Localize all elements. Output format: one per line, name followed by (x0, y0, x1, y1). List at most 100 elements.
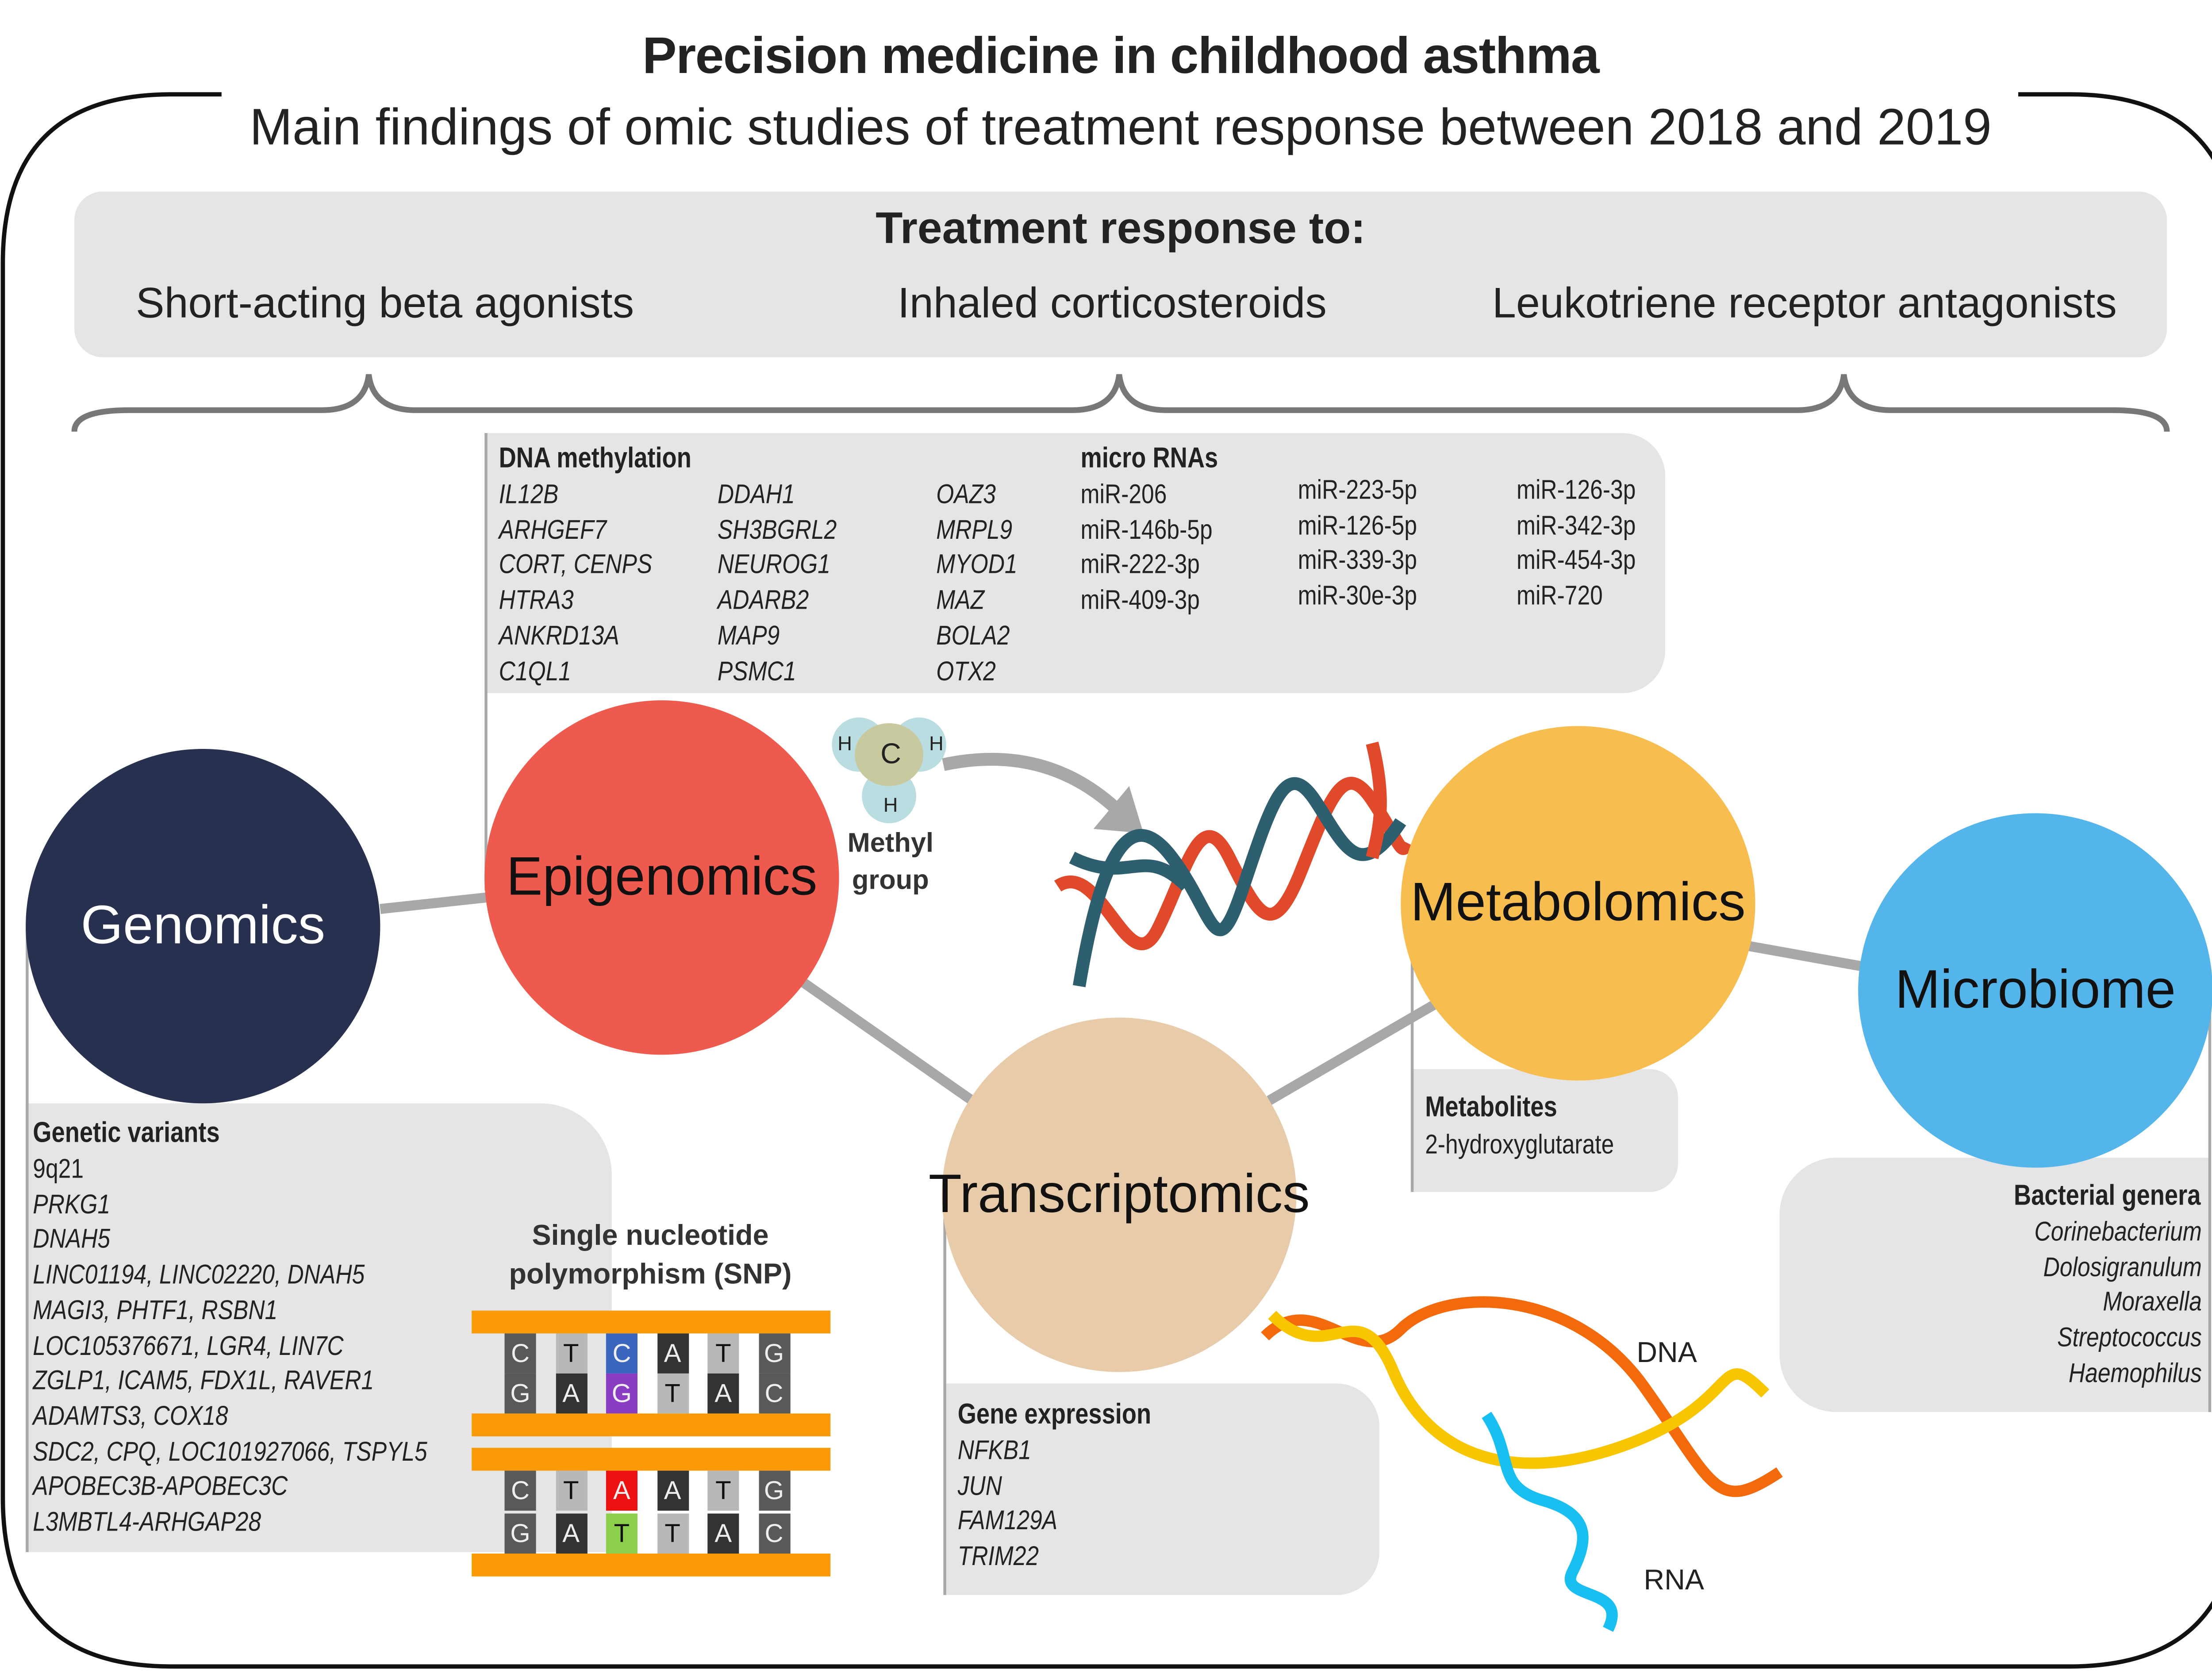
gene: MRPL9 (936, 515, 1013, 546)
nucleotide-base: G (504, 1373, 536, 1414)
carbon-atom (855, 723, 924, 786)
gene: ZGLP1, ICAM5, FDX1L, RAVER1 (33, 1366, 374, 1397)
nucleotide-base: C (758, 1513, 790, 1554)
nucleotide-base: T (707, 1470, 739, 1511)
gene: IL12B (499, 480, 559, 510)
gene: APOBEC3B-APOBEC3C (33, 1472, 288, 1503)
gene: PSMC1 (717, 656, 796, 687)
nucleotide-base: C (758, 1373, 790, 1414)
microrna: miR-454-3p (1516, 546, 1636, 577)
locus: 9q21 (33, 1155, 84, 1185)
gene-expression-heading: Gene expression (957, 1399, 1152, 1431)
transcriptomics-label: Transcriptomics (928, 1164, 1310, 1224)
methyl-label-line2: group (852, 866, 929, 896)
backbone (472, 1310, 831, 1334)
nucleotide-base: C (606, 1333, 637, 1374)
microrna: miR-222-3p (1080, 551, 1200, 581)
gene: OTX2 (936, 656, 996, 687)
genus: Dolosigranulum (2043, 1253, 2201, 1283)
metabolomics-label: Metabolomics (1410, 872, 1746, 933)
microrna: miR-720 (1516, 582, 1603, 612)
microrna: miR-126-5p (1298, 511, 1417, 541)
treatment-ics: Inhaled corticosteroids (898, 280, 1327, 327)
connector-lines (380, 892, 1862, 1105)
dna-rna-icon (1261, 1296, 1783, 1632)
gene: MAP9 (717, 621, 780, 652)
gene: DDAH1 (717, 480, 795, 510)
gene: DNAH5 (33, 1225, 111, 1256)
genus: Corinebacterium (2034, 1217, 2201, 1248)
nucleotide-base: A (707, 1373, 739, 1414)
nucleotide-base: T (657, 1513, 688, 1554)
gene-expression-box (943, 1383, 1379, 1595)
divider (484, 433, 488, 890)
rna-label: RNA (1644, 1565, 1704, 1596)
metabolite: 2-hydroxyglutarate (1425, 1130, 1614, 1161)
methyl-group-icon: H C H H (832, 714, 949, 823)
nucleotide-base: T (707, 1333, 739, 1374)
gene: SDC2, CPQ, LOC101927066, TSPYL5 (33, 1437, 427, 1467)
gene: ADAMTS3, COX18 (33, 1402, 228, 1432)
nucleotide-base: G (758, 1333, 790, 1374)
dna-helix-icon (1054, 741, 1414, 987)
divider (26, 929, 29, 1552)
microrna-heading: micro RNAs (1080, 443, 1218, 475)
brace (71, 374, 2170, 432)
microbiome-label: Microbiome (1895, 959, 2176, 1020)
nucleotide-base: T (657, 1373, 688, 1414)
snp-label: Single nucleotide polymorphism (SNP) (472, 1218, 829, 1295)
outer-frame (0, 92, 2212, 1669)
microrna: miR-342-3p (1516, 511, 1636, 541)
divider (943, 1195, 946, 1595)
microrna: miR-339-3p (1298, 546, 1417, 577)
gene: FAM129A (957, 1507, 1058, 1537)
nucleotide-base: G (758, 1470, 790, 1511)
gene: CORT, CENPS (499, 551, 653, 581)
divider (2208, 1000, 2212, 1412)
gene: OAZ3 (936, 480, 996, 510)
title: Precision medicine in childhood asthma (642, 26, 1600, 84)
atom-label: H (929, 732, 944, 755)
nucleotide-base: C (504, 1333, 536, 1374)
epigenomics-findings-box (486, 433, 1665, 693)
microrna: miR-30e-3p (1298, 582, 1417, 612)
transcriptomics-node: Transcriptomics (929, 1017, 1310, 1372)
epigenomics-label: Epigenomics (506, 847, 818, 907)
metabolites-box (1410, 1069, 1678, 1192)
nucleotide-base: G (606, 1373, 637, 1414)
divider (1410, 914, 1414, 1192)
methyl-group-label: Methyl group (833, 826, 948, 900)
atom-label: C (880, 739, 901, 771)
treatment-box (74, 191, 2167, 357)
backbone (472, 1553, 831, 1577)
gene: NFKB1 (957, 1436, 1031, 1466)
nucleotide-base: A (657, 1470, 688, 1511)
microrna-col1: miR-206 miR-146b-5p miR-222-3p miR-409-3p (1081, 479, 1213, 620)
gene: LOC105376671, LGR4, LIN7C (33, 1331, 344, 1362)
gene: MAZ (936, 586, 985, 616)
microrna: miR-206 (1080, 480, 1167, 510)
dna-methylation-heading: DNA methylation (499, 443, 691, 475)
gene: ADARB2 (717, 586, 809, 616)
treatment-saba: Short-acting beta agonists (135, 280, 634, 327)
gene: C1QL1 (499, 656, 571, 687)
metabolomics-node: Metabolomics (1401, 726, 1755, 1081)
microrna: miR-146b-5p (1080, 515, 1213, 546)
microrna: miR-126-3p (1516, 476, 1636, 506)
nucleotide-base: A (657, 1333, 688, 1374)
microrna: miR-409-3p (1080, 586, 1200, 616)
genus: Haemophilus (2068, 1358, 2201, 1389)
genus: Moraxella (2102, 1288, 2201, 1319)
gene: JUN (957, 1471, 1002, 1502)
nucleotide-base: A (555, 1513, 587, 1554)
genus: Streptococcus (2056, 1324, 2201, 1354)
methyl-label-line1: Methyl (847, 829, 934, 859)
subtitle: Main findings of omic studies of treatme… (214, 97, 2027, 157)
